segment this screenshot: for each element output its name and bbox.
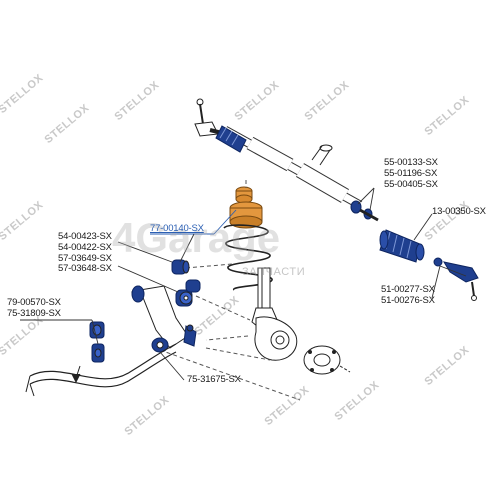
rack-boot-clamp: [350, 200, 379, 222]
part-label-rack-boot-1: 55-00133-SX: [384, 157, 438, 168]
watermark-tagline: ЗАПЧАСТИ: [242, 266, 306, 278]
part-label-control-arm: 75-31675-SX: [187, 374, 241, 385]
arm-bushings: [171, 259, 201, 307]
part-label-arm-bushing-2: 54-00422-SX: [58, 242, 112, 253]
right-tie-rod-end: [433, 257, 479, 301]
part-label-tie-rod-end-1: 51-00277-SX: [381, 284, 435, 295]
right-rack-boot: [379, 229, 425, 263]
coil-spring: [223, 224, 273, 291]
part-label-rack-boot-2: 55-01196-SX: [384, 168, 438, 179]
steering-rack: [222, 126, 363, 209]
part-label-arm-bushing-4: 57-03648-SX: [58, 263, 112, 274]
part-label-arm-bushing-1: 54-00423-SX: [58, 231, 112, 242]
assembly-lines: [159, 180, 301, 401]
part-label-rack-boot-3: 55-00405-SX: [384, 179, 438, 190]
part-label-arm-bushing-3: 57-03649-SX: [58, 253, 112, 264]
steering-knuckle: [254, 316, 298, 361]
left-rack-boot: [215, 125, 247, 153]
part-label-stabilizer-1: 79-00570-SX: [7, 297, 61, 308]
strut-top-mount: [229, 186, 263, 229]
leader-lines: [20, 187, 467, 381]
stabilizer-bar: [25, 343, 177, 397]
lower-control-arm: [131, 285, 197, 353]
part-label-stabilizer-2: 75-31809-SX: [7, 308, 61, 319]
wheel-hub: [303, 345, 351, 375]
part-label-tie-rod: 13-00350-SX: [432, 206, 486, 217]
stabilizer-bushing: [71, 321, 105, 384]
part-label-strut-mount[interactable]: 77-00140-SX: [150, 223, 204, 234]
watermark-brand: 4Garage: [112, 214, 281, 261]
part-label-tie-rod-end-2: 51-00276-SX: [381, 295, 435, 306]
